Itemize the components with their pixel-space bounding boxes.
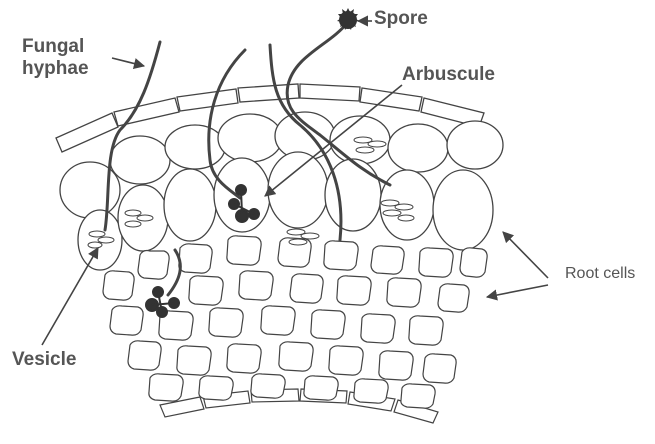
label-fungal-line1: Fungal bbox=[22, 36, 89, 58]
spore-icon bbox=[337, 8, 359, 30]
label-spore: Spore bbox=[374, 8, 428, 30]
label-fungal-line2: hyphae bbox=[22, 58, 89, 80]
label-arbuscule: Arbuscule bbox=[402, 64, 495, 86]
label-fungal-hyphae: Fungal hyphae bbox=[22, 36, 89, 80]
label-root-cells: Root cells bbox=[565, 265, 635, 283]
inner-cortex-cells bbox=[103, 236, 487, 408]
label-vesicle: Vesicle bbox=[12, 349, 76, 371]
